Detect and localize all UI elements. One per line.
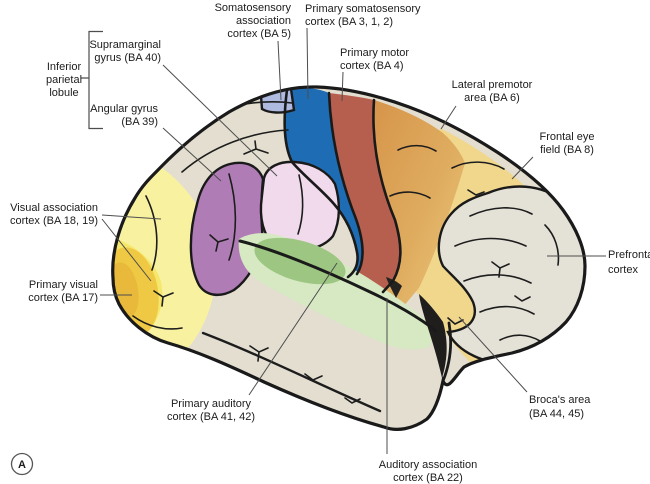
sulcus-line xyxy=(228,173,237,261)
brain-artwork xyxy=(112,86,586,430)
label-line: cortex (BA 3, 1, 2) xyxy=(305,16,393,28)
superior-temporal-sulcus-line xyxy=(201,331,382,413)
label-somatosensory-association-cortex: Somatosensory association cortex (BA 5) xyxy=(215,2,292,40)
label-line: Auditory association xyxy=(379,459,477,471)
sulcus-line xyxy=(447,317,464,325)
label-line: Supramarginal xyxy=(89,39,161,51)
label-frontal-eye-field: Frontal eye field (BA 8) xyxy=(539,131,594,156)
sulcus-line xyxy=(454,237,527,247)
sulcus-line xyxy=(467,189,485,196)
leader-primary-auditory xyxy=(248,262,338,396)
sulcus-line xyxy=(479,305,535,315)
sulcus-line xyxy=(344,397,361,404)
label-line: association xyxy=(236,15,291,27)
label-inferior-parietal-lobule: Inferior parietal lobule xyxy=(46,61,82,99)
label-lateral-premotor-area: Lateral premotor area (BA 6) xyxy=(452,79,533,104)
label-line: parietal xyxy=(46,74,82,86)
leader-visual-association-2 xyxy=(101,218,152,282)
sulcus-line xyxy=(451,161,505,170)
panel-label-letter: A xyxy=(18,459,26,471)
label-line: field (BA 8) xyxy=(540,144,594,156)
leader-lateral-premotor xyxy=(440,105,457,130)
sulcus-line xyxy=(297,174,304,235)
label-line: Frontal eye xyxy=(539,131,594,143)
panel-label: A xyxy=(10,452,34,476)
sulcus-line xyxy=(153,290,174,307)
label-line: Primary auditory xyxy=(171,398,252,410)
sulcus-line xyxy=(304,373,323,381)
leader-somatosensory-association xyxy=(277,40,282,101)
label-line: cortex (BA 5) xyxy=(227,28,291,40)
label-line: Prefrontal xyxy=(608,249,650,261)
sulcus-line xyxy=(132,315,183,330)
label-primary-auditory-cortex: Primary auditory cortex (BA 41, 42) xyxy=(167,398,255,423)
label-line: Lateral premotor xyxy=(452,79,533,91)
lateral-fissure-notch xyxy=(419,294,447,378)
label-line: Primary visual xyxy=(29,279,98,291)
label-line: cortex (BA 41, 42) xyxy=(167,411,255,423)
label-primary-somatosensory-cortex: Primary somatosensory cortex (BA 3, 1, 2… xyxy=(305,3,421,28)
label-line: (BA 39) xyxy=(121,116,158,128)
brain-outline xyxy=(111,85,587,431)
leader-supramarginal xyxy=(162,64,278,177)
label-auditory-association-cortex: Auditory association cortex (BA 22) xyxy=(379,459,477,484)
label-line: Visual association xyxy=(10,202,98,214)
label-line: lobule xyxy=(49,87,78,99)
inferior-parietal-bracket xyxy=(81,30,103,130)
lateral-fissure-notch-small xyxy=(386,277,402,298)
label-line: cortex xyxy=(608,264,638,276)
label-line: Somatosensory xyxy=(215,2,292,14)
sulcus-line xyxy=(389,191,431,199)
postcentral-sulcus-line xyxy=(283,88,359,279)
sulcus-line xyxy=(397,144,437,152)
label-line: gyrus (BA 40) xyxy=(94,52,161,64)
label-line: Angular gyrus xyxy=(90,103,158,115)
precentral-sulcus-line xyxy=(372,98,402,294)
label-line: Primary somatosensory xyxy=(305,3,421,15)
sulcus-line xyxy=(181,129,289,173)
region-visual-association-cortex xyxy=(112,140,216,357)
leader-broca xyxy=(458,316,528,393)
label-visual-association-cortex: Visual association cortex (BA 18, 19) xyxy=(10,202,98,227)
label-line: Broca's area xyxy=(529,394,591,406)
label-line: cortex (BA 18, 19) xyxy=(10,215,98,227)
label-prefrontal-cortex: Prefrontal cortex xyxy=(608,249,650,276)
label-line: area (BA 6) xyxy=(464,92,520,104)
region-primary-motor-cortex xyxy=(329,93,401,292)
panel-label-circle xyxy=(10,452,34,476)
label-line: Inferior xyxy=(47,61,82,73)
sulcus-line xyxy=(491,261,510,278)
sulcus-line xyxy=(544,224,560,266)
label-supramarginal-gyrus: Supramarginal gyrus (BA 40) xyxy=(89,39,161,64)
label-line: cortex (BA 4) xyxy=(340,60,404,72)
label-line: cortex (BA 17) xyxy=(28,292,98,304)
label-line: Primary motor xyxy=(340,47,409,59)
label-primary-motor-cortex: Primary motor cortex (BA 4) xyxy=(340,47,409,72)
leader-frontal-eye-field xyxy=(511,156,534,180)
label-line: cortex (BA 22) xyxy=(393,472,463,484)
leader-primary-motor xyxy=(341,71,344,102)
lateral-sulcus-line xyxy=(238,239,438,333)
sulcus-line xyxy=(145,195,158,271)
leader-visual-association-1 xyxy=(101,214,162,220)
sulcus-line xyxy=(514,295,531,302)
sulcus-line xyxy=(249,345,269,362)
sulcus-line xyxy=(209,234,229,252)
leader-angular xyxy=(162,127,222,182)
leader-primary-somatosensory xyxy=(306,27,309,100)
sulcus-line xyxy=(469,207,533,217)
label-brocas-area: Broca's area (BA 44, 45) xyxy=(529,394,591,420)
sulcus-line xyxy=(243,140,269,155)
sulcus-line xyxy=(499,334,541,342)
region-supramarginal-gyrus xyxy=(259,160,341,252)
central-sulcus-line xyxy=(327,91,364,276)
label-primary-visual-cortex: Primary visual cortex (BA 17) xyxy=(28,279,98,304)
label-angular-gyrus: Angular gyrus (BA 39) xyxy=(90,103,158,128)
label-line: (BA 44, 45) xyxy=(529,408,584,420)
